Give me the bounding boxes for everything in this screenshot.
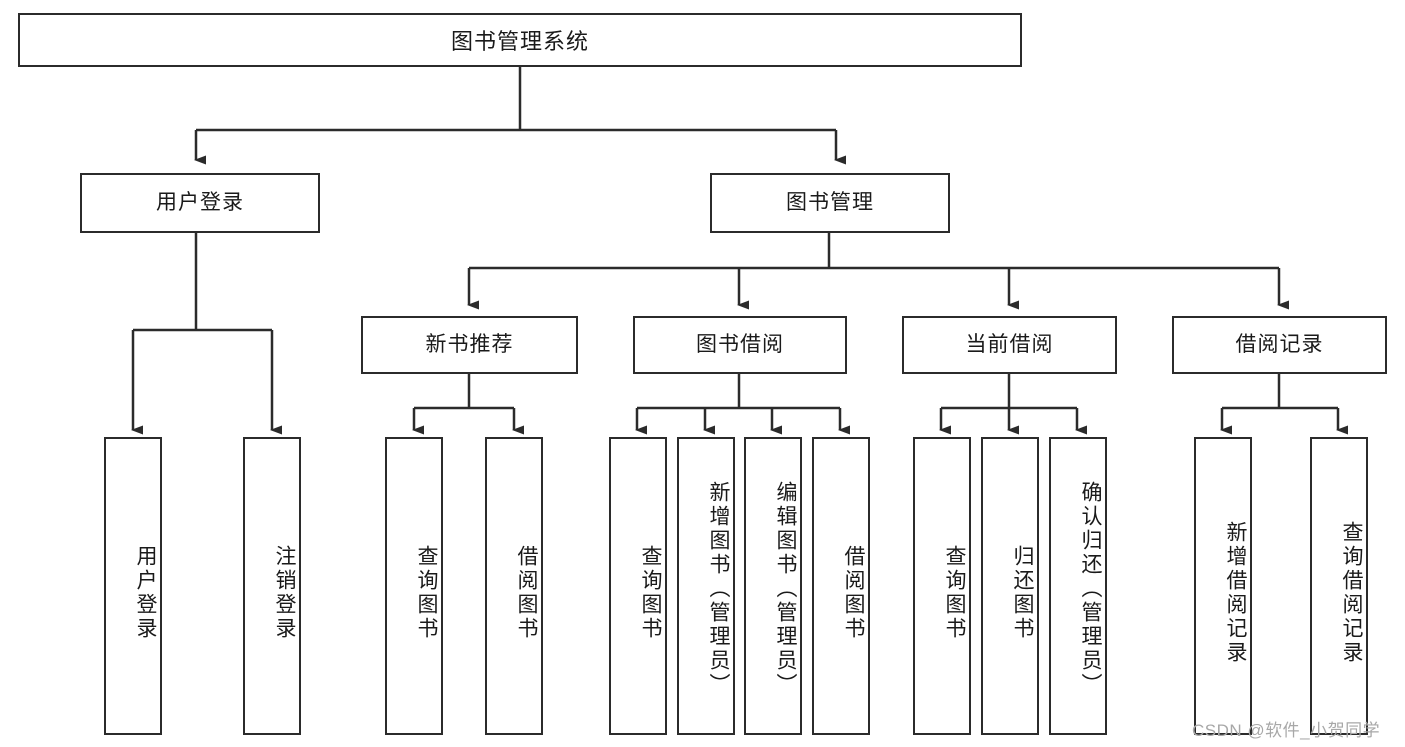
leaf-label: 新增借阅记录 <box>1224 521 1247 665</box>
leaf-label: 借阅图书 <box>842 545 865 641</box>
leaf-label: 借阅图书 <box>515 545 538 641</box>
node-root-book-management-system[interactable]: 图书管理系统 <box>18 13 1022 67</box>
node-book-management[interactable]: 图书管理 <box>710 173 950 233</box>
leaf-user-login-logout[interactable]: 注销登录 <box>243 437 301 735</box>
leaf-current-borrow-return[interactable]: 归还图书 <box>981 437 1039 735</box>
leaf-book-borrow-query[interactable]: 查询图书 <box>609 437 667 735</box>
leaf-current-borrow-confirm-return-admin[interactable]: 确认归还（管理员） <box>1049 437 1107 735</box>
node-book-borrow-label: 图书借阅 <box>696 333 784 357</box>
node-borrow-record[interactable]: 借阅记录 <box>1172 316 1387 374</box>
leaf-label: 查询图书 <box>943 545 966 641</box>
watermark-text: CSDN @软件_小贺同学 <box>1192 721 1381 740</box>
node-user-login[interactable]: 用户登录 <box>80 173 320 233</box>
leaf-borrow-record-query[interactable]: 查询借阅记录 <box>1310 437 1368 735</box>
node-root-label: 图书管理系统 <box>450 29 589 54</box>
leaf-label: 查询图书 <box>639 545 662 641</box>
leaf-book-borrow-borrow[interactable]: 借阅图书 <box>812 437 870 735</box>
node-new-book-recommend[interactable]: 新书推荐 <box>361 316 578 374</box>
leaf-label: 确认归还（管理员） <box>1079 481 1102 697</box>
node-new-book-recommend-label: 新书推荐 <box>425 333 514 357</box>
leaf-label: 查询借阅记录 <box>1340 521 1363 665</box>
node-current-borrow[interactable]: 当前借阅 <box>902 316 1117 374</box>
node-book-management-label: 图书管理 <box>786 191 874 215</box>
leaf-book-borrow-add-admin[interactable]: 新增图书（管理员） <box>677 437 735 735</box>
leaf-current-borrow-query[interactable]: 查询图书 <box>913 437 971 735</box>
leaf-label: 用户登录 <box>134 545 157 641</box>
leaf-new-book-borrow[interactable]: 借阅图书 <box>485 437 543 735</box>
leaf-label: 注销登录 <box>273 545 296 641</box>
node-current-borrow-label: 当前借阅 <box>965 333 1054 357</box>
node-book-borrow[interactable]: 图书借阅 <box>633 316 847 374</box>
leaf-label: 新增图书（管理员） <box>707 481 730 697</box>
node-borrow-record-label: 借阅记录 <box>1235 333 1324 357</box>
leaf-new-book-query[interactable]: 查询图书 <box>385 437 443 735</box>
leaf-label: 归还图书 <box>1011 545 1034 641</box>
node-user-login-label: 用户登录 <box>156 191 244 215</box>
leaf-label: 查询图书 <box>415 545 438 641</box>
leaf-borrow-record-add[interactable]: 新增借阅记录 <box>1194 437 1252 735</box>
leaf-user-login-login[interactable]: 用户登录 <box>104 437 162 735</box>
leaf-book-borrow-edit-admin[interactable]: 编辑图书（管理员） <box>744 437 802 735</box>
leaf-label: 编辑图书（管理员） <box>774 481 797 697</box>
